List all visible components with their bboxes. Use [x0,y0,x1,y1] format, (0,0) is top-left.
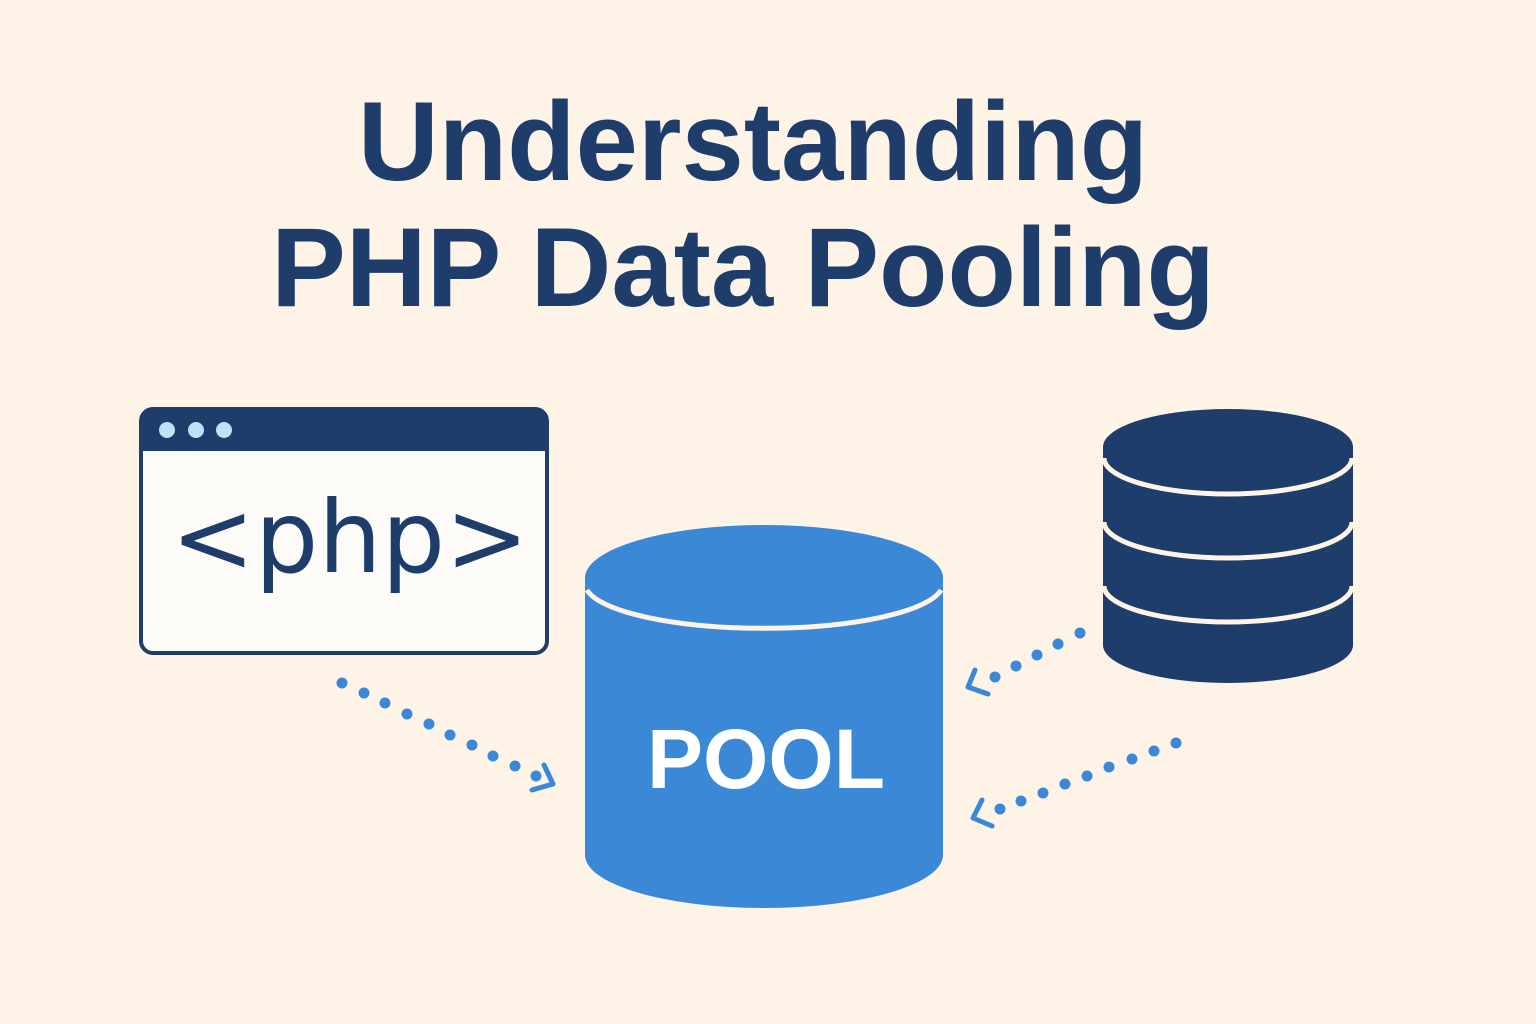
arrow-db-to-pool-1 [989,627,1086,683]
browser-window-icon: <php> [139,407,549,655]
pool-cylinder-icon: POOL [584,525,944,908]
php-code-label: <php> [171,479,529,596]
database-icon [1101,409,1355,683]
pool-label: POOL [647,712,885,806]
title-line-2: PHP Data Pooling [271,205,1215,330]
arrow-php-to-pool [336,677,542,782]
dotted-arrow-icon [336,627,1182,829]
arrow-db-to-pool-2 [994,737,1182,815]
title-line-1: Understanding [358,79,1148,204]
